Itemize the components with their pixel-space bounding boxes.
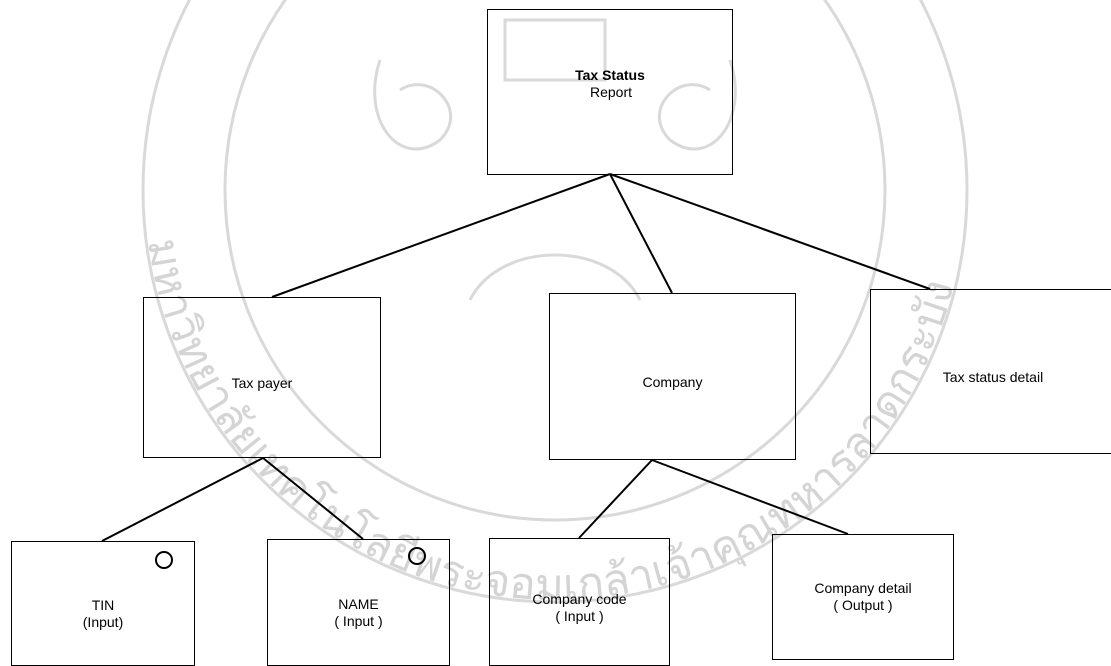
- node-tax-status-detail-label: Tax status detail: [942, 369, 1044, 385]
- leaf-tin-label: TIN (Input): [83, 597, 123, 631]
- root-node-line2: Report: [589, 84, 632, 100]
- node-tax-status-detail: Tax status detail: [870, 289, 1111, 454]
- node-company: Company: [549, 293, 796, 460]
- node-company-label: Company: [642, 374, 703, 390]
- leaf-company-detail-line1: Company detail: [814, 580, 912, 596]
- root-node-line1: Tax Status: [575, 67, 645, 83]
- connector-root-company: [609, 173, 673, 294]
- leaf-name-line2: ( Input ): [334, 612, 383, 629]
- leaf-name-input: NAME ( Input ): [267, 539, 450, 666]
- leaf-company-detail-line2: ( Output ): [833, 597, 893, 613]
- leaf-company-detail-label: Company detail ( Output ): [814, 580, 911, 614]
- node-tax-payer: Tax payer: [143, 297, 381, 458]
- leaf-tin-line1: TIN: [91, 596, 115, 613]
- circle-marker-icon: [155, 551, 173, 569]
- root-node-label: Tax Status Report: [575, 67, 645, 101]
- circle-marker-icon: [408, 547, 426, 565]
- connectors: [101, 173, 931, 542]
- connector-company-ccode: [578, 459, 653, 539]
- connector-root-detail: [609, 173, 931, 290]
- connector-taxpayer-name: [262, 457, 364, 540]
- root-node-tax-status-report: Tax Status Report: [487, 9, 733, 175]
- leaf-company-code-label: Company code ( Input ): [532, 591, 626, 625]
- leaf-company-code-line1: Company code: [532, 591, 627, 607]
- connector-company-cdetail: [651, 459, 849, 535]
- leaf-tin-line2: (Input): [82, 613, 124, 630]
- connector-root-taxpayer: [271, 173, 611, 298]
- leaf-name-line1: NAME: [338, 595, 379, 612]
- leaf-company-code-input: Company code ( Input ): [489, 538, 670, 666]
- leaf-tin-input: TIN (Input): [11, 541, 195, 666]
- leaf-name-label: NAME ( Input ): [334, 596, 382, 630]
- leaf-company-detail-output: Company detail ( Output ): [772, 534, 954, 660]
- node-tax-payer-label: Tax payer: [231, 375, 293, 391]
- leaf-company-code-line2: ( Input ): [555, 608, 604, 624]
- connector-taxpayer-tin: [101, 457, 264, 542]
